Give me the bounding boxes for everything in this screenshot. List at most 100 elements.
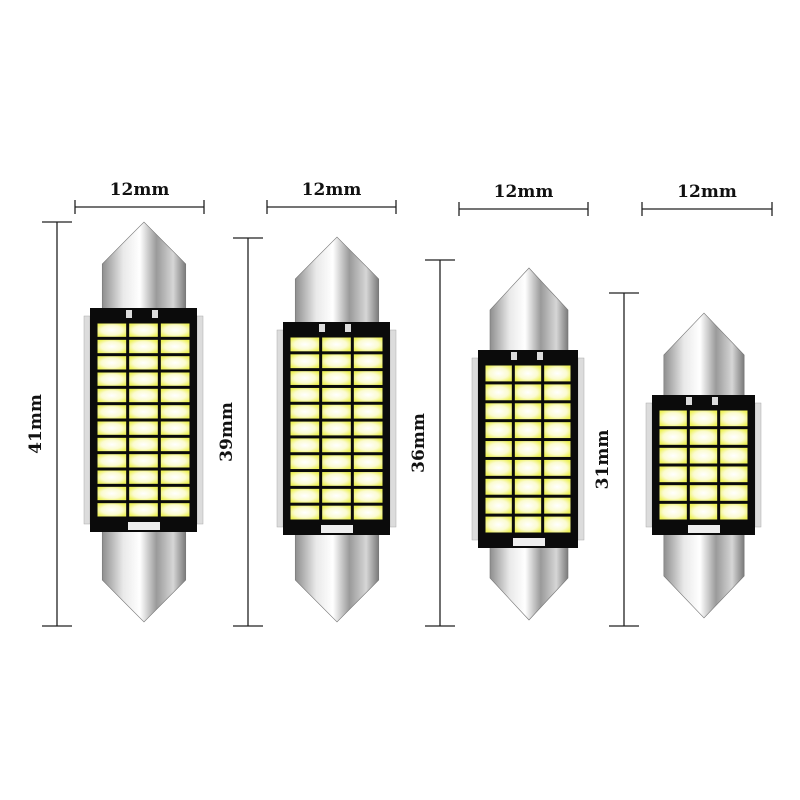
- top-metal-cap: [101, 221, 187, 313]
- led-chip: [160, 421, 190, 435]
- top-metal-cap: [294, 236, 380, 327]
- width-dimension: 12mm: [641, 182, 773, 216]
- led-chip: [129, 388, 158, 403]
- led-chip: [97, 372, 127, 386]
- resistor-chip: [321, 525, 353, 533]
- led-chip: [290, 421, 320, 436]
- led-chip: [485, 365, 512, 382]
- led-chip: [290, 404, 320, 419]
- led-chip: [97, 339, 127, 354]
- length-label: 41mm: [26, 394, 46, 454]
- led-chip: [290, 337, 320, 352]
- led-chip: [160, 339, 190, 354]
- led-chip: [353, 505, 383, 520]
- led-chip: [659, 410, 687, 427]
- resistor-chip: [513, 538, 545, 546]
- led-chip: [720, 466, 748, 483]
- led-chip: [129, 454, 158, 468]
- led-chip: [160, 470, 190, 484]
- length-dimension: 39mm: [217, 237, 263, 627]
- led-chip: [659, 485, 687, 501]
- led-chip: [322, 371, 351, 385]
- top-metal-cap: [489, 267, 569, 355]
- width-label: 12mm: [494, 182, 554, 202]
- led-chip: [129, 486, 158, 501]
- side-heatsink-left: [645, 402, 653, 528]
- led-chip: [689, 503, 718, 520]
- led-chip: [322, 438, 351, 453]
- led-chip: [97, 356, 127, 370]
- led-chip: [514, 459, 542, 476]
- side-heatsink-left: [471, 357, 479, 541]
- led-chip: [485, 497, 512, 514]
- contact-pad: [686, 397, 692, 405]
- led-chip: [322, 387, 351, 402]
- contact-pad: [126, 310, 132, 318]
- led-chip: [322, 488, 351, 503]
- led-chip: [160, 503, 190, 517]
- resistor-chip: [688, 525, 720, 533]
- led-chip: [514, 403, 542, 420]
- led-chip: [129, 421, 158, 435]
- side-heatsink-right: [577, 357, 585, 541]
- contact-pad: [319, 324, 325, 332]
- led-chip: [290, 472, 320, 486]
- led-chip: [97, 454, 127, 468]
- length-label: 39mm: [217, 402, 237, 462]
- led-chip: [353, 421, 383, 436]
- contact-pad: [345, 324, 351, 332]
- led-chip: [514, 516, 542, 533]
- contact-pad: [712, 397, 718, 405]
- led-chip: [514, 478, 542, 495]
- led-chip: [160, 323, 190, 337]
- led-chip: [544, 384, 571, 401]
- led-chip: [544, 516, 571, 533]
- led-chip: [353, 404, 383, 419]
- side-heatsink-right: [389, 329, 397, 528]
- led-chip: [97, 388, 127, 403]
- led-chip: [129, 372, 158, 386]
- led-chip: [290, 438, 320, 453]
- led-chip: [322, 472, 351, 486]
- width-dimension: 12mm: [458, 182, 589, 216]
- led-chip: [290, 455, 320, 470]
- led-chip: [322, 505, 351, 520]
- led-chip: [160, 454, 190, 468]
- led-chip: [720, 485, 748, 501]
- contact-pad: [511, 352, 517, 360]
- bottom-metal-cap: [101, 527, 187, 623]
- led-chip: [485, 459, 512, 476]
- led-chip: [544, 497, 571, 514]
- led-chip: [129, 405, 158, 419]
- led-chip: [544, 365, 571, 382]
- led-chip: [97, 503, 127, 517]
- led-chip: [353, 472, 383, 486]
- led-chip: [544, 441, 571, 457]
- width-label: 12mm: [302, 180, 362, 200]
- led-chip: [544, 403, 571, 420]
- led-chip: [160, 405, 190, 419]
- led-chip: [689, 485, 718, 501]
- led-chip: [322, 404, 351, 419]
- led-chip: [353, 438, 383, 453]
- led-chip: [160, 356, 190, 370]
- led-chip: [160, 372, 190, 386]
- led-chip: [544, 422, 571, 439]
- led-chip: [353, 337, 383, 352]
- led-chip: [160, 486, 190, 501]
- side-heatsink-right: [754, 402, 762, 528]
- width-label: 12mm: [677, 182, 737, 202]
- led-chip: [129, 437, 158, 452]
- led-chip: [353, 354, 383, 369]
- led-chip: [97, 437, 127, 452]
- led-chip: [659, 466, 687, 483]
- led-chip: [97, 421, 127, 435]
- led-chip: [129, 356, 158, 370]
- led-chip: [129, 470, 158, 484]
- contact-pad: [152, 310, 158, 318]
- length-dimension: 41mm: [26, 221, 72, 627]
- led-chip: [485, 516, 512, 533]
- led-chip: [689, 466, 718, 483]
- led-chip: [720, 410, 748, 427]
